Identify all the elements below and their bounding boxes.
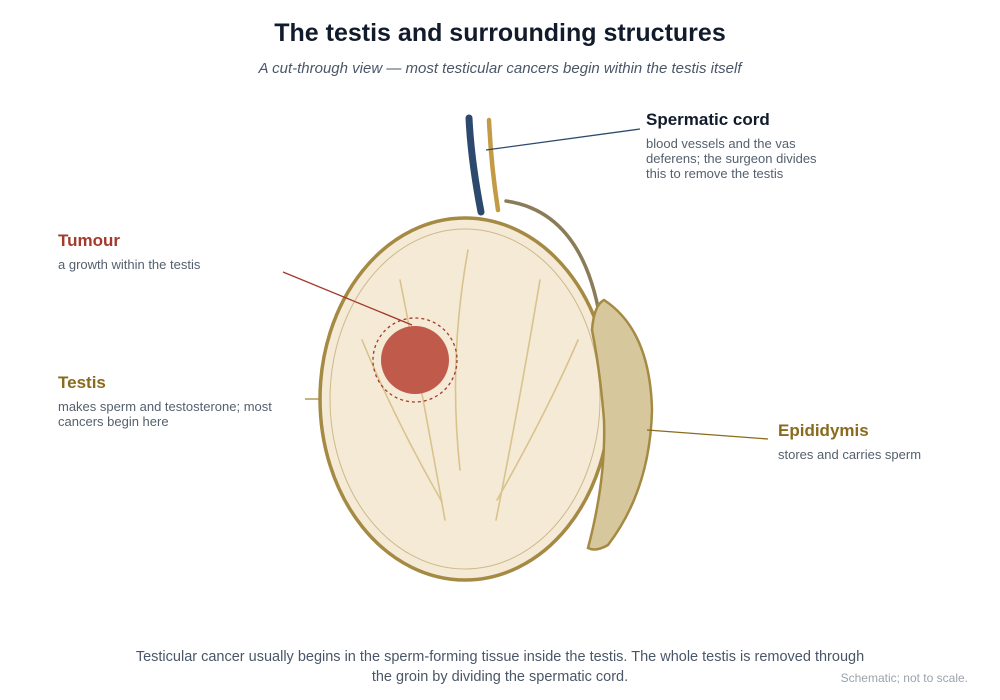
spermatic-cord-description: blood vessels and the vas deferens; the …: [646, 136, 817, 181]
scale-note: Schematic; not to scale.: [840, 671, 968, 685]
testis-heading: Testis: [58, 373, 106, 392]
testis-label: Testis makes sperm and testosterone; mos…: [58, 373, 288, 429]
tumour-heading: Tumour: [58, 231, 121, 250]
tumour-label: Tumour a growth within the testis: [58, 231, 278, 272]
spermatic-cord-vessel: [465, 114, 485, 216]
vas-deferens: [486, 117, 501, 213]
diagram-caption: Testicular cancer usually begins in the …: [135, 649, 865, 685]
epididymis-label: Epididymis stores and carries sperm: [778, 421, 978, 462]
tumour-leader-line: [282, 271, 413, 326]
spermatic-cord-heading: Spermatic cord: [646, 110, 770, 129]
lobule-lines: [361, 249, 579, 521]
spermatic-cord-label: Spermatic cord blood vessels and the vas…: [646, 110, 836, 181]
tumour: [381, 326, 449, 394]
epididymis-leader-line: [646, 429, 769, 440]
tumour-description: a growth within the testis: [58, 257, 201, 272]
epididymis: [586, 298, 654, 551]
epididymis-heading: Epididymis: [778, 421, 869, 440]
testis-description: makes sperm and testosterone; most cance…: [58, 399, 272, 429]
tunica-albuginea: [329, 228, 601, 570]
epididymis-description: stores and carries sperm: [778, 447, 922, 462]
diagram-title: The testis and surrounding structures: [274, 19, 726, 47]
cord-leader-line: [485, 128, 641, 151]
diagram-subtitle: A cut-through view — most testicular can…: [258, 60, 742, 77]
cord-connector: [504, 199, 602, 320]
tumour-margin: [372, 317, 458, 403]
